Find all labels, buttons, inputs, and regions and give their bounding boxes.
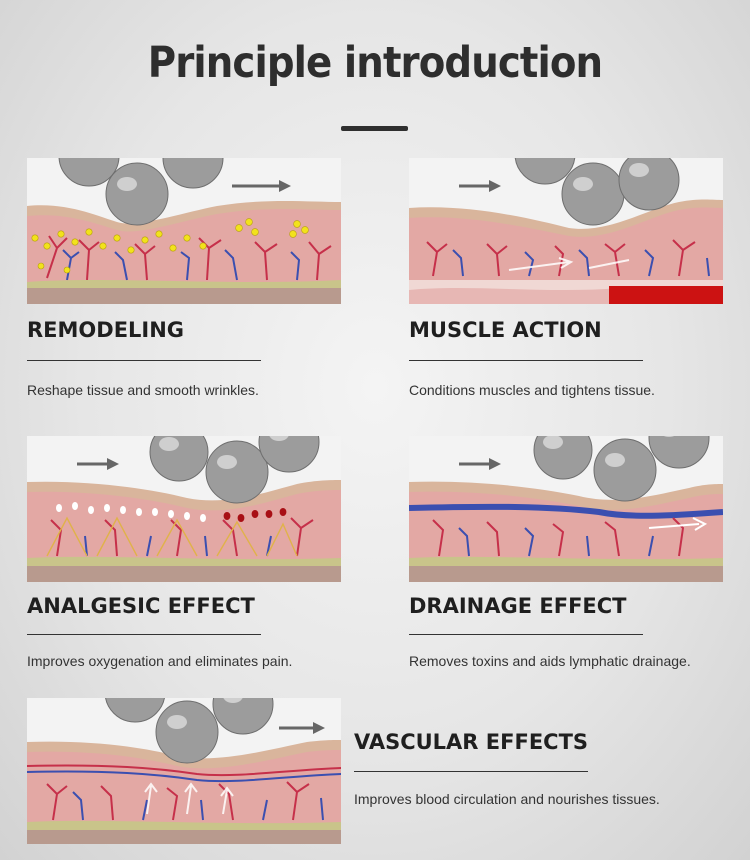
section-description-analgesic-effect: Improves oxygenation and eliminates pain… xyxy=(27,653,293,669)
section-divider xyxy=(409,634,643,635)
section-title-vascular-effects: VASCULAR EFFECTS xyxy=(354,730,589,754)
section-title-analgesic-effect: ANALGESIC EFFECT xyxy=(27,594,255,618)
analgesic-effect-illustration xyxy=(27,436,341,582)
section-description-muscle-action: Conditions muscles and tightens tissue. xyxy=(409,382,655,398)
section-title-muscle-action: MUSCLE ACTION xyxy=(409,318,602,342)
section-divider xyxy=(409,360,643,361)
muscle-action-illustration xyxy=(409,158,723,304)
section-description-vascular-effects: Improves blood circulation and nourishes… xyxy=(354,791,660,807)
page-title: Principle introduction xyxy=(147,38,603,88)
remodeling-illustration xyxy=(27,158,341,304)
section-title-remodeling: REMODELING xyxy=(27,318,185,342)
title-underline xyxy=(341,126,408,131)
section-title-drainage-effect: DRAINAGE EFFECT xyxy=(409,594,627,618)
section-divider xyxy=(354,771,588,772)
vascular-effects-illustration xyxy=(27,698,341,844)
section-description-remodeling: Reshape tissue and smooth wrinkles. xyxy=(27,382,259,398)
drainage-effect-illustration xyxy=(409,436,723,582)
section-divider xyxy=(27,360,261,361)
section-description-drainage-effect: Removes toxins and aids lymphatic draina… xyxy=(409,653,691,669)
section-divider xyxy=(27,634,261,635)
